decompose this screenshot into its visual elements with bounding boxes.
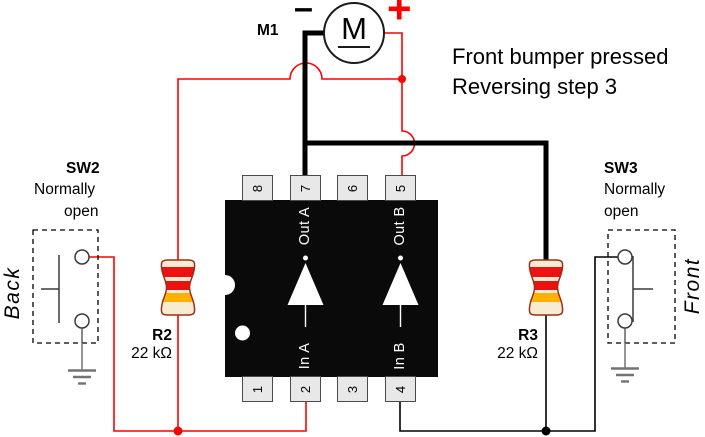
junction-dot-plus xyxy=(398,75,406,83)
ground-symbol-sw3 xyxy=(611,343,639,383)
black-wires xyxy=(399,256,618,432)
thick-motor-wires xyxy=(302,30,549,262)
buffer-b-triangle-icon xyxy=(382,263,419,305)
motor-circle xyxy=(323,2,385,64)
resistor-r3-symbol xyxy=(528,259,564,316)
ic-pin-6: 6 xyxy=(337,175,368,201)
sw2-terminal-bottom xyxy=(74,313,90,329)
ic-pin-8: 8 xyxy=(242,175,273,201)
wire-pin4-to-sw3 xyxy=(399,256,618,432)
ic-label-out-b: Out B xyxy=(392,206,408,246)
sw3-name-label: SW3 xyxy=(604,160,638,177)
ic-label-out-a: Out A xyxy=(297,206,313,246)
wire-motor-positive xyxy=(384,32,403,79)
ic-pin-3: 3 xyxy=(337,376,368,402)
caption-line-2: Reversing step 3 xyxy=(452,74,618,99)
caption-line-1: Front bumper pressed xyxy=(452,44,669,69)
ic-pin-7: 7 xyxy=(290,175,321,201)
ic-pin-1: 1 xyxy=(242,376,273,402)
sw2-terminal-top xyxy=(74,249,90,265)
resistor-bands xyxy=(529,267,563,302)
sw3-terminal-top xyxy=(617,249,633,265)
caption: Front bumper pressed Reversing step 3 xyxy=(452,42,668,102)
motor-name-label: M1 xyxy=(257,22,279,39)
side-label-back: Back xyxy=(1,266,24,320)
buffer-a-output-dot xyxy=(303,255,308,261)
r2-value-label: 22 kΩ xyxy=(131,344,172,362)
wire-sw2-to-pin2 xyxy=(89,256,307,432)
polarity-positive-sign: + xyxy=(387,0,412,32)
sw2-note-line-1: Normally xyxy=(34,181,96,198)
r2-label-block: R2 22 kΩ xyxy=(92,327,172,362)
pin1-marker-dot xyxy=(235,325,250,341)
sw3-note-line-1: Normally xyxy=(604,181,666,198)
polarity-negative-sign: – xyxy=(294,0,313,27)
sw2-name-label: SW2 xyxy=(66,160,100,177)
ic-pin-4: 4 xyxy=(385,376,416,402)
ground-symbol-sw2 xyxy=(68,343,96,385)
ic-chip-symbol xyxy=(215,200,438,377)
chip-notch xyxy=(215,275,235,295)
resistor-bands xyxy=(161,267,195,302)
junction-dot-r2 xyxy=(173,426,183,436)
resistor-r2-symbol xyxy=(160,259,196,316)
buffer-b-output-dot xyxy=(398,255,403,261)
ic-label-in-a: In A xyxy=(297,342,313,370)
r3-value-label: 22 kΩ xyxy=(497,344,538,362)
wire-to-pin5-with-hop xyxy=(401,79,416,176)
wire-negative-rail-to-r3 xyxy=(305,140,549,262)
sw3-terminal-bottom xyxy=(617,313,633,329)
motor-symbol-letter: M xyxy=(337,11,371,48)
sw2-note-line-2: open xyxy=(64,203,99,220)
switch-sw2-symbol xyxy=(32,229,99,344)
ic-pin-2: 2 xyxy=(290,376,321,402)
buffer-a-triangle-icon xyxy=(287,263,324,305)
junction-dot-r3 xyxy=(541,426,551,436)
sw3-note-line-2: open xyxy=(604,203,639,220)
r2-name-label: R2 xyxy=(152,327,172,344)
wire-motor-negative-to-pin7 xyxy=(302,30,324,176)
ic-label-in-b: In B xyxy=(392,342,408,370)
switch-sw3-symbol xyxy=(607,229,676,344)
side-label-front: Front xyxy=(681,257,704,315)
sw3-dashed-box xyxy=(607,229,676,344)
r3-label-block: R3 22 kΩ xyxy=(458,327,538,362)
ic-pin-5: 5 xyxy=(385,175,416,201)
sw2-dashed-box xyxy=(32,229,99,344)
r3-name-label: R3 xyxy=(518,327,538,344)
